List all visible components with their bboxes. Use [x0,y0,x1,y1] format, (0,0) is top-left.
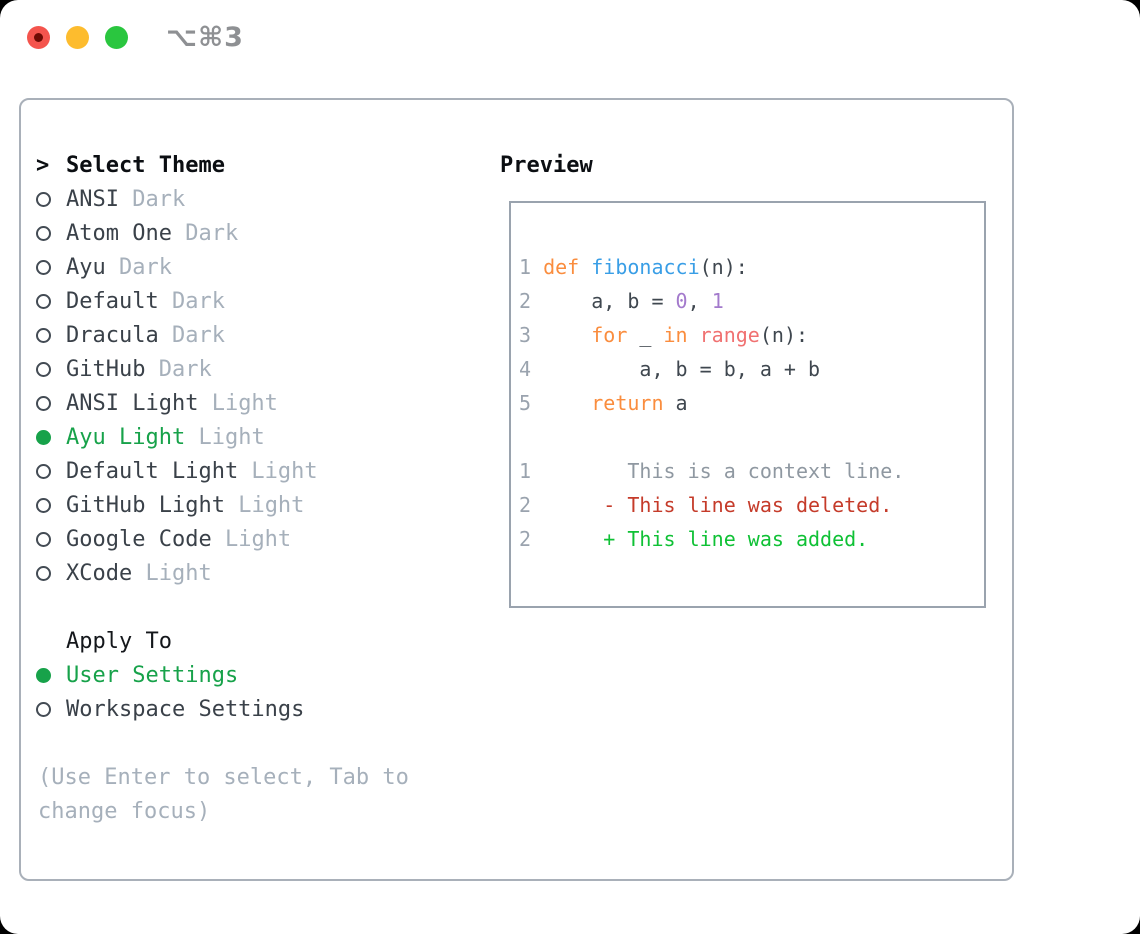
select-theme-header-row: > Select Theme [36,148,466,182]
theme-option-ansi-light-light[interactable]: ANSI Light Light [36,386,466,420]
theme-option-github-light-light[interactable]: GitHub Light Light [36,488,466,522]
theme-option-default-light-light[interactable]: Default Light Light [36,454,466,488]
traffic-light-zoom-button[interactable] [105,26,128,49]
theme-name: GitHub [66,356,146,382]
theme-variant-badge: Dark [158,288,225,314]
preview-pane: 1 def fibonacci(n): 2 a, b = 0, 1 3 for _ … [509,201,986,608]
apply-to-header: Apply To [66,628,172,654]
theme-variant-badge: Light [132,560,212,586]
code-blank-line [519,420,984,454]
theme-option-ansi-dark[interactable]: ANSI Dark [36,182,466,216]
radio-icon [36,531,66,547]
line-number: 2 [519,493,604,517]
line-number: 2 [519,289,592,313]
traffic-light-close-button[interactable] [27,26,50,49]
line-number: 5 [519,391,592,415]
line-number: 3 [519,323,592,347]
theme-option-github-dark[interactable]: GitHub Dark [36,352,466,386]
theme-name: ANSI [66,186,119,212]
theme-name: Default [66,288,159,314]
theme-option-default-dark[interactable]: Default Dark [36,284,466,318]
radio-icon [36,327,66,343]
theme-name: Default Light [66,458,239,484]
theme-variant-badge: Dark [105,254,172,280]
code-line: 3 for _ in range(n): [519,323,809,347]
window-title-shortcut: ⌥⌘3 [166,22,244,53]
code-line: 1 def fibonacci(n): [519,255,748,279]
radio-icon [36,225,66,241]
theme-option-ayu-light-light[interactable]: Ayu Light Light [36,420,466,454]
theme-variant-badge: Light [211,526,292,552]
radio-icon [36,667,66,683]
help-text: (Use Enter to select, Tab to change focu… [36,760,466,828]
line-number: 4 [519,357,640,381]
radio-icon [36,463,66,479]
apply-option-user-settings[interactable]: User Settings [36,658,466,692]
select-theme-header: Select Theme [66,152,225,178]
radio-icon [36,565,66,581]
apply-to-header-row: Apply To [36,624,466,658]
code-line: 2 a, b = 0, 1 [519,289,724,313]
line-number: 1 [519,255,544,279]
radio-icon [36,259,66,275]
theme-option-google-code-light[interactable]: Google Code Light [36,522,466,556]
theme-variant-badge: Dark [171,220,239,246]
radio-icon [36,395,66,411]
theme-name: ANSI Light [66,390,199,416]
apply-option-label: Workspace Settings [66,696,305,722]
theme-name: GitHub Light [66,492,225,518]
theme-variant-badge: Light [185,424,265,450]
code-line: 1 This is a context line. [519,459,905,483]
theme-variant-badge: Light [198,390,278,416]
theme-variant-badge: Light [224,492,305,518]
preview-code: 1 def fibonacci(n): 2 a, b = 0, 1 3 for _ … [511,203,984,556]
radio-icon [36,361,66,377]
help-text-line: (Use Enter to select, Tab to [38,764,409,790]
theme-variant-badge: Dark [158,322,225,348]
apply-option-workspace-settings[interactable]: Workspace Settings [36,692,466,726]
theme-name: Atom One [66,220,172,246]
help-text-line: change focus) [38,798,211,824]
line-number: 1 [519,459,628,483]
theme-name: XCode [66,560,133,586]
radio-icon [36,701,66,717]
traffic-light-minimize-button[interactable] [66,26,89,49]
theme-name: Ayu Light [66,424,186,450]
radio-icon [36,293,66,309]
line-number: 2 [519,527,604,551]
theme-option-xcode-light[interactable]: XCode Light [36,556,466,590]
code-line: 2 - This line was deleted. [519,493,893,517]
theme-variant-badge: Light [238,458,318,484]
code-line: 4 a, b = b, a + b [519,357,821,381]
radio-icon [36,191,66,207]
radio-icon [36,429,66,445]
theme-name: Google Code [66,526,212,552]
theme-name: Dracula [66,322,159,348]
theme-option-atom-one-dark[interactable]: Atom One Dark [36,216,466,250]
theme-variant-badge: Dark [118,186,186,212]
code-line: 5 return a [519,391,688,415]
theme-option-dracula-dark[interactable]: Dracula Dark [36,318,466,352]
theme-variant-badge: Dark [145,356,212,382]
theme-name: Ayu [66,254,106,280]
selection-prompt-icon: > [36,152,50,178]
titlebar: ⌥⌘3 [0,0,1140,76]
radio-icon [36,497,66,513]
preview-header: Preview [500,152,593,178]
theme-option-ayu-dark[interactable]: Ayu Dark [36,250,466,284]
code-line: 2 + This line was added. [519,527,869,551]
apply-option-label: User Settings [66,662,239,688]
